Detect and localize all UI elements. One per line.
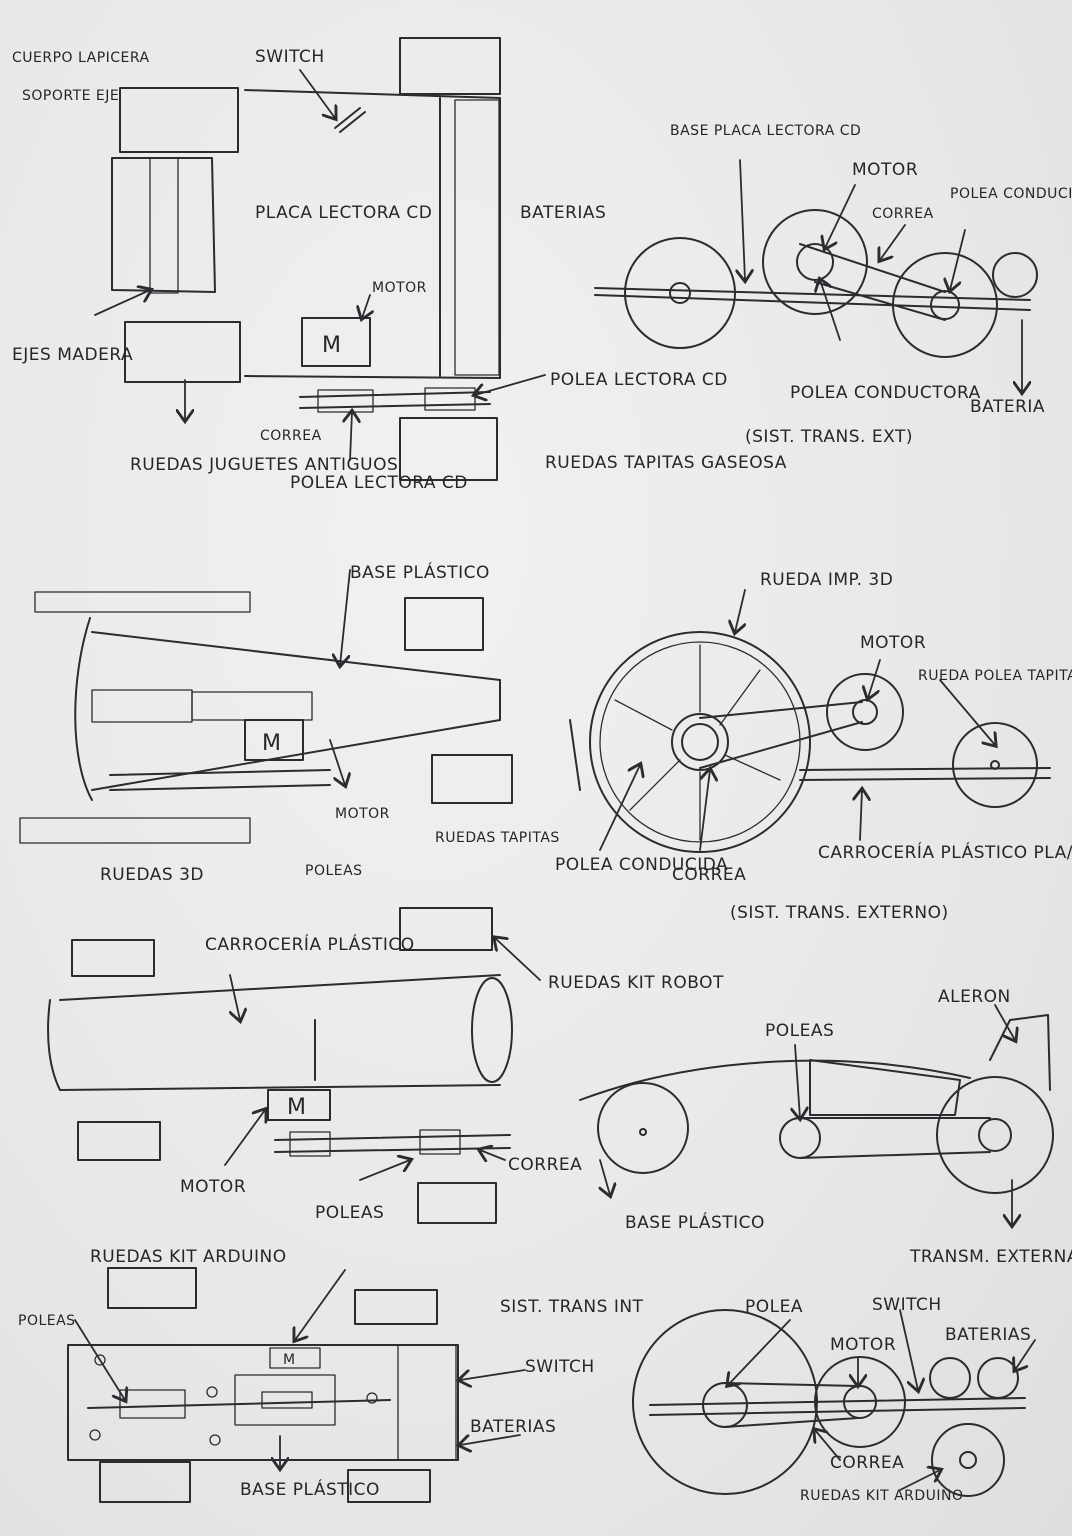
label-sist-ext-2: (SIST. TRANS. EXTERNO) xyxy=(730,903,949,923)
label-switch-7: SWITCH xyxy=(525,1357,595,1377)
axle-wood xyxy=(149,157,179,294)
label-motor-2: MOTOR xyxy=(852,160,918,180)
label-baterias-8: BATERIAS xyxy=(945,1325,1031,1345)
label-transm: TRANSM. EXTERNA xyxy=(909,1247,1072,1267)
wheel-bottom-right xyxy=(399,417,498,481)
label-motor-4: MOTOR xyxy=(860,633,926,653)
label-motor-1: MOTOR xyxy=(372,280,427,296)
label-ruedas-jug: RUEDAS JUGUETES ANTIGUOS xyxy=(130,455,398,475)
label-carroceria: CARROCERÍA PLÁSTICO xyxy=(205,933,415,955)
label-cuerpo: CUERPO LAPICERA xyxy=(12,50,150,66)
label-ruedas-kit: RUEDAS KIT ROBOT xyxy=(548,973,724,993)
label-motor-5: MOTOR xyxy=(180,1177,246,1197)
motor-box-5 xyxy=(267,1089,331,1121)
label-base-plastico-3: BASE PLÁSTICO xyxy=(240,1478,380,1500)
battery-pack xyxy=(454,99,500,376)
label-bateria: BATERIA xyxy=(970,397,1045,417)
sketch-cd-chassis-top: M xyxy=(94,37,546,481)
label-polea-conducida-2: POLEA CONDUCIDA xyxy=(555,855,728,875)
motor-box-3 xyxy=(244,719,304,761)
label-polea-8: POLEA xyxy=(745,1297,803,1317)
label-poleas-7: POLEAS xyxy=(18,1313,76,1329)
wheel-top-right xyxy=(399,37,501,95)
label-soporte: SOPORTE EJE xyxy=(22,88,119,104)
label-polea-lec-1: POLEA LECTORA CD xyxy=(550,370,728,390)
label-correa-5: CORREA xyxy=(508,1155,582,1175)
label-ruedas-tap: RUEDAS TAPITAS GASEOSA xyxy=(545,453,787,473)
sketch-aleron-side xyxy=(579,1004,1054,1225)
sketch-plastic-body-top: M xyxy=(47,907,541,1224)
label-poleas-5: POLEAS xyxy=(315,1203,384,1223)
label-placa: PLACA LECTORA CD xyxy=(255,203,432,223)
label-baterias-1: BATERIAS xyxy=(520,203,606,223)
label-polea-cond: POLEA CONDUCIDA xyxy=(950,186,1072,202)
sketch-3d-chassis: M xyxy=(19,569,513,844)
label-ruedas-3d: RUEDAS 3D xyxy=(100,865,204,885)
label-ejes: EJES MADERA xyxy=(12,345,133,365)
label-ruedas-tapitas: RUEDAS TAPITAS xyxy=(435,830,560,846)
motor-mark-3: M xyxy=(262,731,281,756)
label-rueda-imp: RUEDA IMP. 3D xyxy=(760,570,893,590)
label-poleas-6: POLEAS xyxy=(765,1021,834,1041)
label-motor-8: MOTOR xyxy=(830,1335,896,1355)
label-ruedas-arduino-8: RUEDAS KIT ARDUINO xyxy=(800,1488,964,1504)
label-correa-8: CORREA xyxy=(830,1453,904,1473)
label-base-plastico: BASE PLÁSTICO xyxy=(350,561,490,583)
label-carroceria-pla: CARROCERÍA PLÁSTICO PLA/PVC xyxy=(818,841,1072,863)
wheel-top-left xyxy=(119,87,239,153)
motor-box-1 xyxy=(301,317,371,367)
sketch-cd-side-view xyxy=(594,159,1038,392)
label-baterias-7: BATERIAS xyxy=(470,1417,556,1437)
label-base-plastico-2: BASE PLÁSTICO xyxy=(625,1211,765,1233)
label-motor-3: MOTOR xyxy=(335,806,390,822)
motor-mark-7: M xyxy=(283,1352,296,1368)
label-ruedas-arduino: RUEDAS KIT ARDUINO xyxy=(90,1247,287,1267)
label-base-placa: BASE PLACA LECTORA CD xyxy=(670,123,861,139)
label-correa-2: CORREA xyxy=(872,206,934,222)
label-correa-1: CORREA xyxy=(260,428,322,444)
motor-mark-1: M xyxy=(322,333,341,358)
aleron-shape xyxy=(989,1014,1051,1091)
label-polea-condc: POLEA CONDUCTORA xyxy=(790,383,981,403)
sketch-arduino-chassis-top: M xyxy=(67,1267,526,1503)
label-aleron: ALERON xyxy=(938,987,1011,1007)
label-rueda-polea: RUEDA POLEA TAPITA GASEOSA xyxy=(918,668,1072,684)
label-sist-int: SIST. TRANS INT xyxy=(500,1297,644,1317)
label-poleas-3: POLEAS xyxy=(305,863,363,879)
label-correa-4: CORREA xyxy=(672,865,746,885)
sketch-arduino-side xyxy=(632,1309,1036,1497)
label-switch-8: SWITCH xyxy=(872,1295,942,1315)
wheel-bottom-left xyxy=(124,321,241,383)
sketch-3d-wheel-side xyxy=(569,589,1051,853)
label-switch-1: SWITCH xyxy=(255,47,325,67)
label-sist-ext-1: (SIST. TRANS. EXT) xyxy=(745,427,913,447)
label-polea-lec-2: POLEA LECTORA CD xyxy=(290,473,468,493)
motor-mark-5: M xyxy=(287,1095,306,1120)
